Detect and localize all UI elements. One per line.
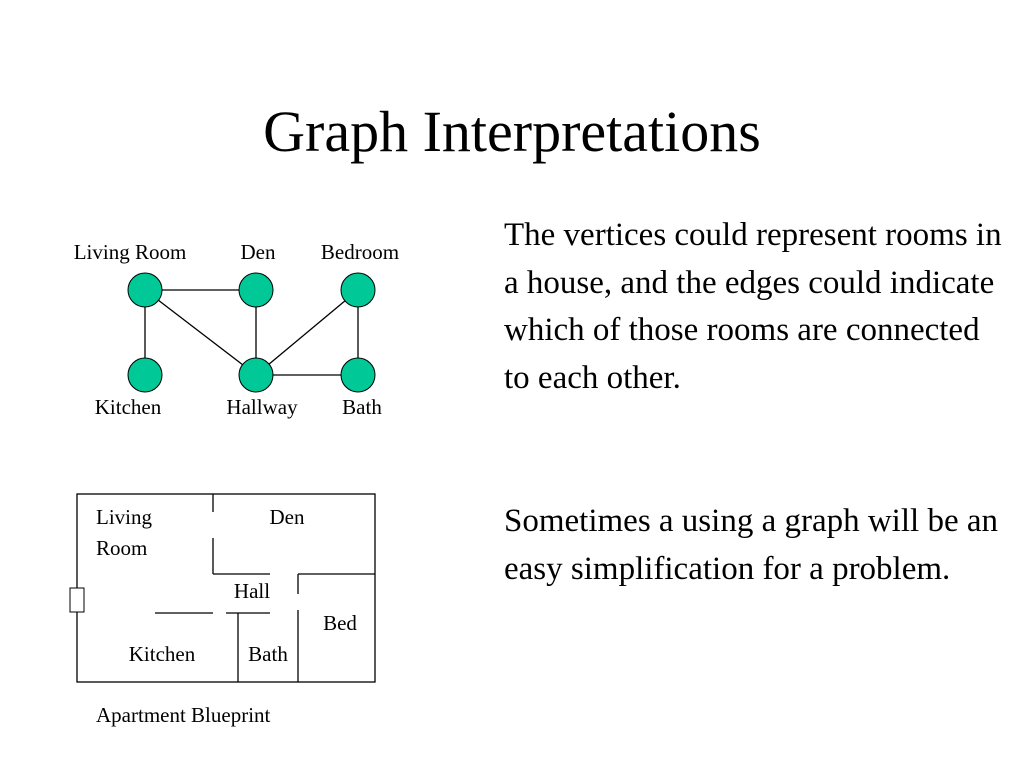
- room-label-bath: Bath: [248, 642, 288, 666]
- room-label-living-2: Room: [96, 536, 147, 560]
- node-bath: [340, 357, 376, 393]
- label-bedroom: Bedroom: [321, 240, 399, 264]
- room-label-hall: Hall: [234, 579, 270, 603]
- label-den: Den: [241, 240, 276, 264]
- edge-bedroom-hallway: [255, 289, 359, 376]
- label-hallway: Hallway: [226, 395, 298, 419]
- node-den: [238, 272, 274, 308]
- room-label-kitchen: Kitchen: [129, 642, 196, 666]
- slide-title: Graph Interpretations: [263, 99, 761, 164]
- simplification-paragraph: Sometimes a using a graph will be an eas…: [504, 503, 998, 587]
- node-kitchen: [127, 357, 163, 393]
- blueprint-caption: Apartment Blueprint: [96, 703, 271, 727]
- entry-door-icon: [69, 587, 85, 613]
- room-label-living-1: Living: [96, 505, 152, 529]
- node-hallway: [238, 357, 274, 393]
- node-bedroom: [340, 272, 376, 308]
- node-living-room: [127, 272, 163, 308]
- explanation-paragraph: The vertices could represent rooms in a …: [504, 217, 1002, 396]
- label-kitchen: Kitchen: [95, 395, 162, 419]
- label-bath: Bath: [342, 395, 382, 419]
- room-label-bed: Bed: [323, 611, 357, 635]
- graph-nodes: [127, 272, 376, 393]
- edge-living-hallway: [144, 289, 257, 376]
- room-label-den: Den: [270, 505, 305, 529]
- label-living-room: Living Room: [74, 240, 187, 264]
